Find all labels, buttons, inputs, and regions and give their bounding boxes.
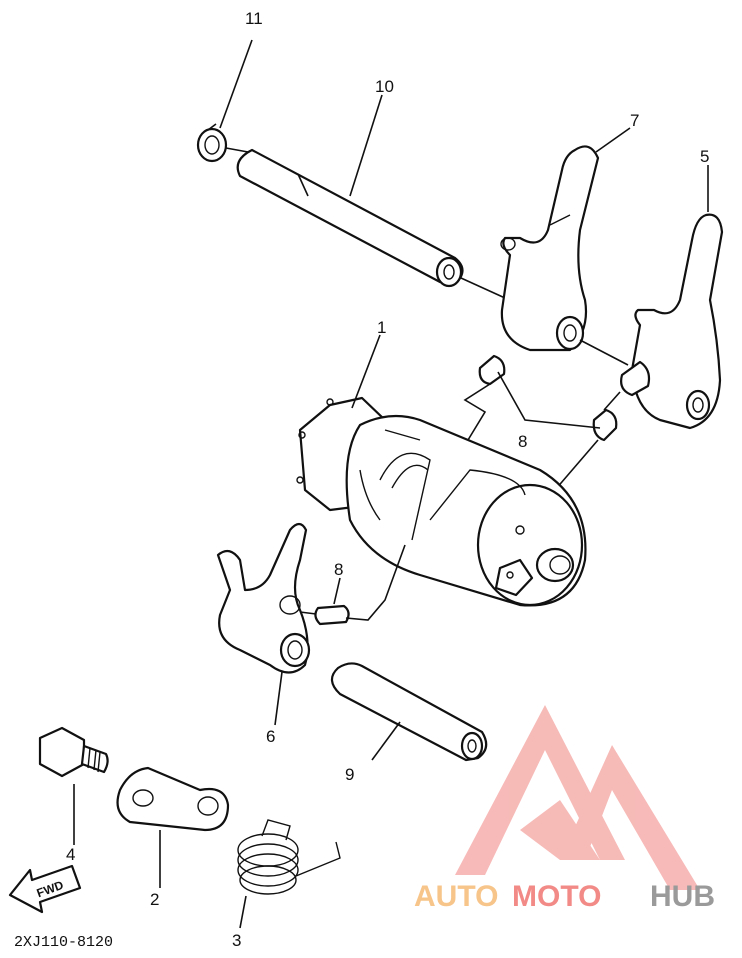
assembly-line-8-upper	[603, 391, 621, 411]
part-label-6: 6	[266, 727, 275, 746]
bolt-part-4	[38, 726, 109, 778]
leader-line-8-upper-a	[463, 383, 491, 441]
assembly-line-8-lower	[299, 611, 317, 615]
watermark-hub: HUB	[650, 880, 715, 913]
shift-fork-part-5	[620, 213, 724, 430]
watermark-auto: AUTO	[414, 880, 498, 913]
fwd-arrow-icon: FWD	[8, 864, 82, 914]
part-label-9: 9	[345, 765, 354, 784]
shift-fork-part-7	[500, 145, 600, 352]
stopper-lever-part-2	[116, 766, 230, 832]
watermark-moto: MOTO	[512, 880, 601, 913]
leader-line-9	[371, 721, 401, 761]
assembly-line-8-lower-drum	[345, 544, 406, 621]
part-label-8-upper: 8	[518, 432, 527, 451]
assembly-line-5	[579, 339, 629, 366]
part-label-1: 1	[377, 318, 386, 337]
watermark-logo-mark	[455, 705, 700, 890]
part-label-5: 5	[700, 147, 709, 166]
circlip-part-11	[196, 123, 228, 163]
part-label-11: 11	[245, 9, 263, 28]
shift-fork-part-6	[216, 522, 311, 674]
assembly-line-10	[460, 277, 506, 299]
part-label-7: 7	[630, 111, 639, 130]
leader-line-3	[239, 895, 247, 929]
leader-line-1	[351, 334, 381, 409]
leader-line-6	[274, 671, 283, 726]
watermark-brand: AUTO MOTO HUB	[414, 880, 715, 913]
guide-bar-part-10	[236, 148, 464, 288]
leader-line-11	[219, 39, 253, 129]
leader-line-8-lower	[333, 577, 341, 605]
part-label-3: 3	[232, 931, 241, 950]
diagram-code: 2XJ110-8120	[14, 934, 113, 951]
guide-pin-upper-b	[592, 408, 618, 442]
assembly-line-11	[225, 147, 249, 153]
part-label-10: 10	[375, 77, 394, 96]
guide-pin-upper-a	[478, 354, 506, 386]
leader-line-7	[595, 127, 631, 153]
leader-line-10	[349, 94, 383, 197]
leader-line-8-upper-b	[497, 371, 601, 429]
shift-drum-part-1	[296, 396, 587, 607]
assembly-line-8-drum	[554, 439, 599, 491]
torsion-spring-part-3	[237, 819, 341, 895]
part-label-8-lower: 8	[334, 560, 343, 579]
part-label-2: 2	[150, 890, 159, 909]
guide-bar-part-9	[330, 662, 488, 762]
part-label-4: 4	[66, 845, 75, 864]
guide-pin-lower	[314, 604, 350, 626]
